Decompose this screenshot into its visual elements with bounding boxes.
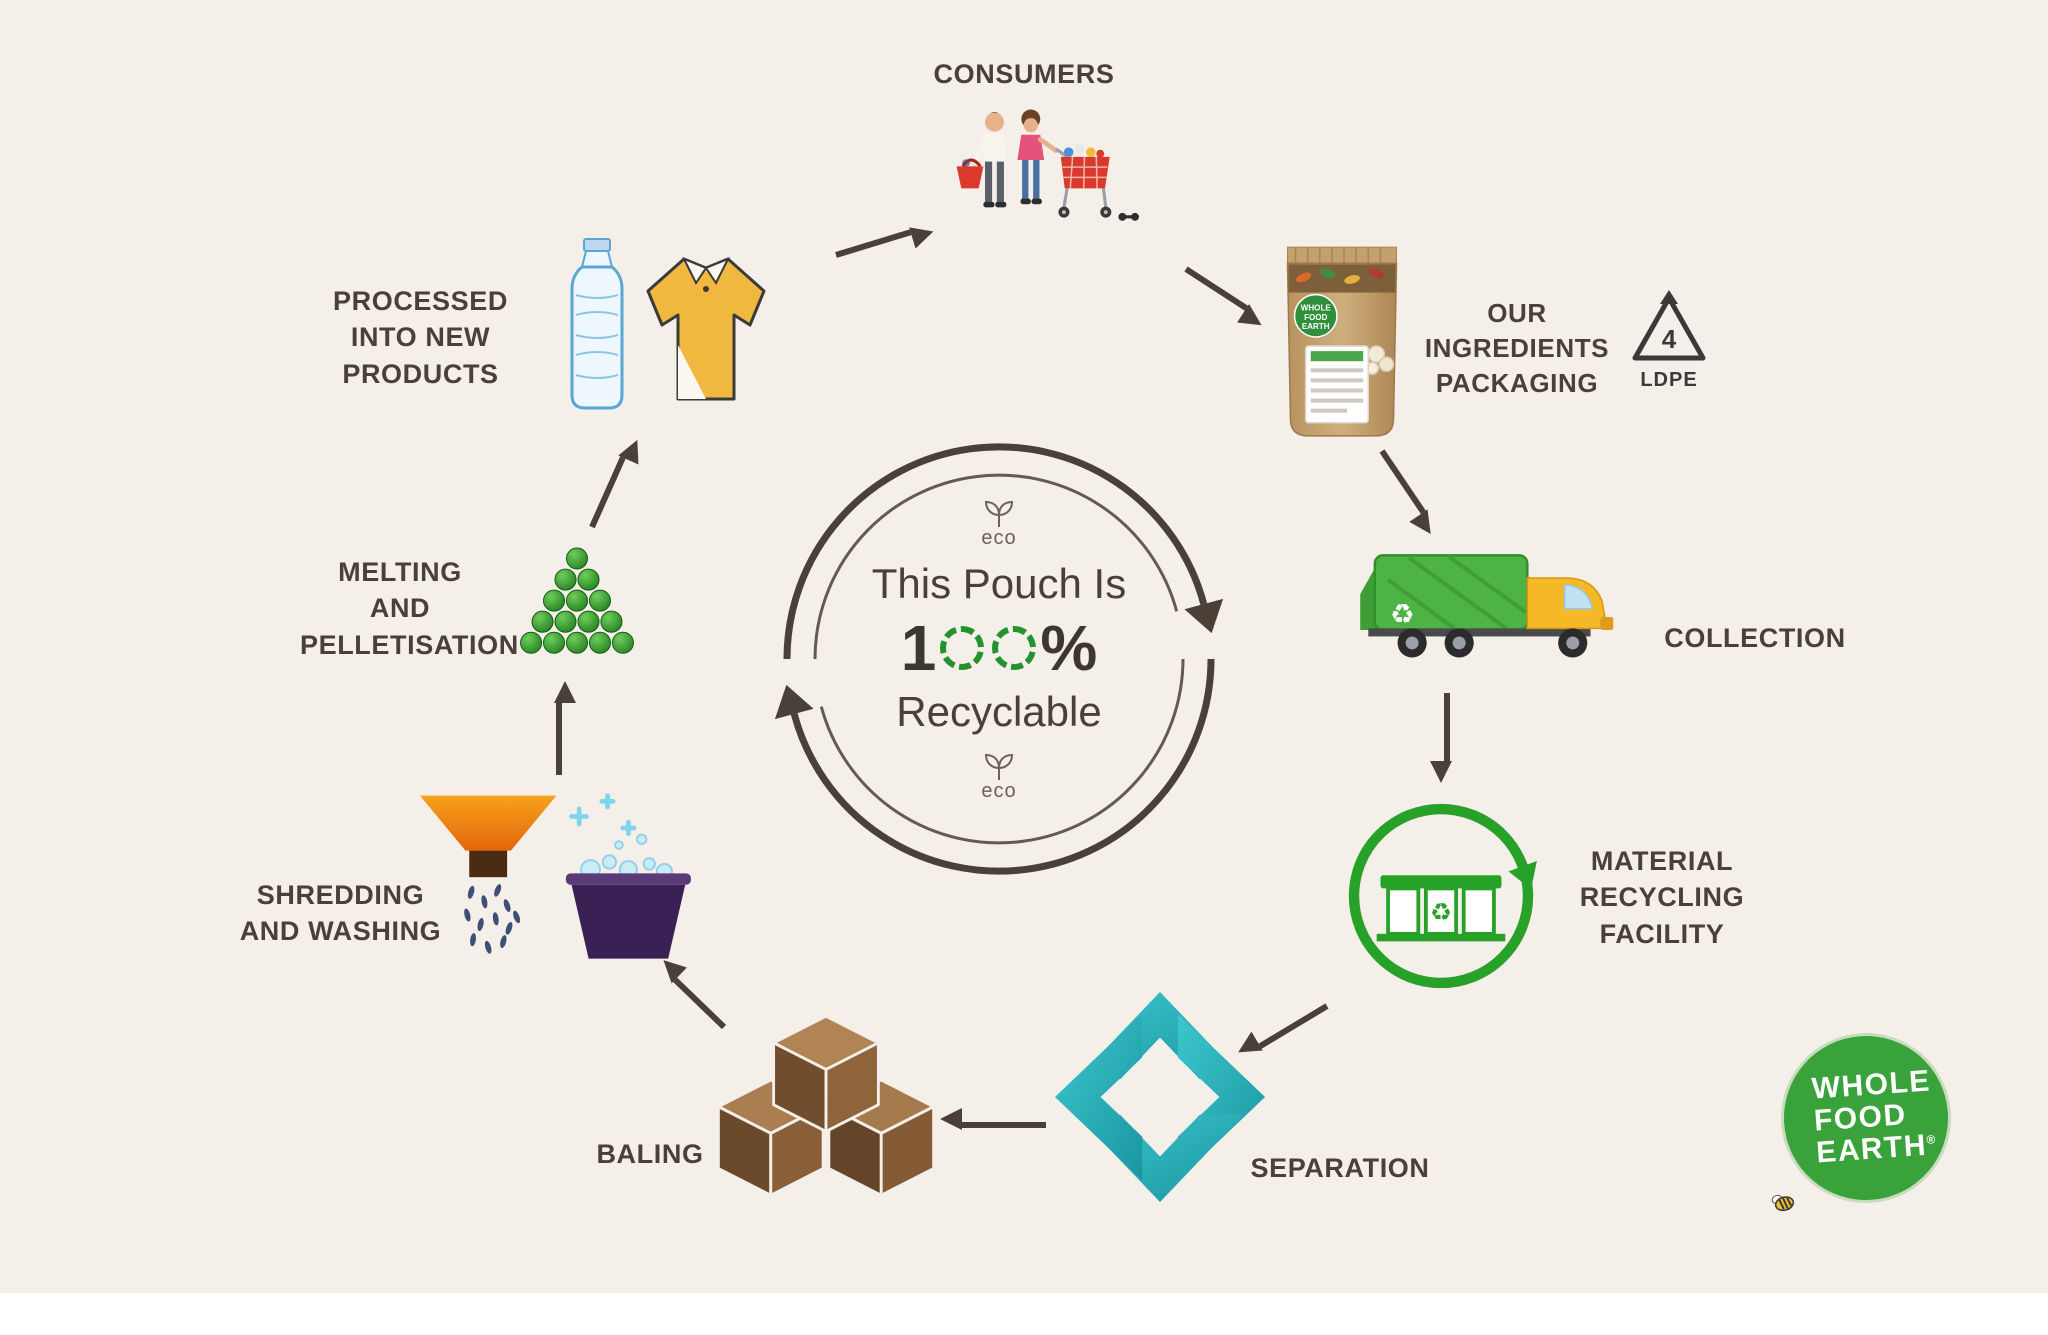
shopping-basket (956, 157, 984, 189)
mrf-label: MATERIAL RECYCLING FACILITY (1562, 843, 1762, 952)
shredding-label-line1: SHREDDING (256, 880, 425, 910)
consumers-label: CONSUMERS (933, 59, 1115, 89)
new-products-illustration (570, 238, 766, 410)
shredding-label: SHREDDING AND WASHING (228, 877, 453, 950)
pouch-product-photo (1365, 345, 1395, 376)
center-text-line2: Recyclable (896, 688, 1102, 735)
arrow-separation-to-baling (962, 1122, 1046, 1128)
mrf-ring-arrowhead (1508, 861, 1537, 890)
separation-label: SEPARATION (1250, 1153, 1430, 1183)
registered-mark: ® (1926, 1132, 1938, 1147)
baling-illustration (716, 1014, 936, 1197)
processed-label: PROCESSED INTO NEW PRODUCTS (288, 283, 553, 392)
pouch-brand-circle: WHOLE FOOD EARTH (1293, 293, 1338, 338)
arrow-packaging-to-collection (1379, 449, 1426, 515)
melting-label-line3: PELLETISATION (300, 629, 519, 660)
logo-circle: WHOLE FOOD EARTH® (1778, 1030, 1954, 1206)
ldpe-text: LDPE (1640, 369, 1697, 391)
baling-label: BALING (596, 1139, 704, 1169)
arrow-collection-to-mrf (1444, 693, 1450, 761)
shredder-funnel (419, 795, 557, 851)
eco-label-bottom: eco (981, 780, 1017, 802)
garbage-truck-illustration: ♻ (1360, 554, 1614, 658)
woman-figure (1017, 109, 1059, 205)
wash-basin (571, 884, 686, 959)
packaging-label: OUR INGREDIENTS PACKAGING (1402, 296, 1632, 401)
arrow-mrf-to-separation (1258, 1003, 1329, 1049)
pouch-label (1304, 345, 1370, 424)
percent-zero-circle-1 (940, 626, 985, 670)
arrow-processed-to-consumers (835, 229, 912, 258)
mrf-label-line3: FACILITY (1599, 918, 1725, 949)
percent-100: 1 % (901, 616, 1098, 680)
svg-text:FOOD: FOOD (1304, 313, 1327, 322)
arrow-consumers-to-packaging (1184, 266, 1249, 311)
truck-recycle-icon: ♻ (1390, 598, 1415, 629)
arrow-shredding-to-melting (556, 703, 562, 775)
percent-zero-circle-2 (992, 626, 1037, 670)
center-message: eco This Pouch Is 1 % Recyclable eco (849, 497, 1149, 803)
man-figure (971, 111, 1007, 208)
processed-label-line1: PROCESSED (333, 286, 508, 316)
packaging-label-line2: PACKAGING (1435, 368, 1599, 399)
whole-food-earth-logo: WHOLE FOOD EARTH® (1771, 1030, 1954, 1212)
eco-label-top: eco (981, 527, 1017, 549)
packaging-label-line1: OUR INGREDIENTS (1424, 298, 1610, 364)
pellets-illustration (520, 547, 634, 654)
separation-arrows (1054, 991, 1266, 1203)
wash-bubbles (580, 833, 673, 880)
center-text-line1: This Pouch Is (871, 560, 1127, 607)
svg-text:WHOLE: WHOLE (1301, 304, 1332, 313)
shredded-pieces (464, 884, 521, 954)
ldpe-number: 4 (1662, 324, 1677, 354)
mrf-label-line2: RECYCLING (1579, 882, 1745, 913)
bottom-margin-strip (0, 1293, 2048, 1335)
percent-digit-one: 1 (900, 612, 937, 684)
shredding-washing-illustration (419, 793, 691, 959)
logo-text-earth: EARTH® (1815, 1128, 1951, 1170)
consumers-illustration (956, 109, 1139, 221)
cycle-arrowhead-right (1184, 598, 1224, 634)
melting-label-line1: MELTING (338, 557, 462, 587)
tshirt (646, 257, 766, 401)
eco-bottom-group: eco (977, 750, 1021, 803)
ldpe-recycling-symbol: 4 LDPE (1632, 290, 1706, 391)
mrf-building: ♻ (1376, 875, 1506, 942)
dumbbell-items (1118, 212, 1139, 221)
eco-sprout-icon-top (984, 500, 1014, 528)
arrow-melting-to-processed (589, 456, 626, 529)
cycle-arrowhead-left (774, 684, 814, 720)
mrf-illustration: ♻ (1348, 803, 1537, 989)
svg-text:EARTH: EARTH (1302, 322, 1330, 331)
pouch-print-leaves (1296, 268, 1384, 284)
processed-label-line2: INTO NEW PRODUCTS (342, 322, 499, 389)
melting-label-line2: AND (369, 593, 431, 624)
logo-text-earth-word: EARTH (1815, 1128, 1929, 1170)
percent-sign: % (1040, 612, 1098, 684)
collection-label: COLLECTION (1664, 623, 1846, 653)
eco-sprout-icon-bottom (984, 753, 1014, 781)
mrf-recycle-icon: ♻ (1430, 900, 1452, 927)
water-bottle (570, 238, 624, 410)
bee-icon (1771, 1194, 1795, 1212)
separation-illustration (1054, 991, 1266, 1203)
melting-label: MELTING AND PELLETISATION (300, 554, 519, 663)
pellet-pyramid (520, 547, 634, 654)
sparkle-icons (569, 793, 637, 836)
mrf-label-line1: MATERIAL (1590, 846, 1734, 876)
recycle-cycle-ring (774, 443, 1224, 875)
shredding-label-line2: AND WASHING (239, 916, 442, 947)
shopping-cart (1055, 144, 1112, 218)
pouch-illustration: WHOLE FOOD EARTH (1286, 246, 1398, 437)
bale-cubes (716, 1014, 936, 1197)
